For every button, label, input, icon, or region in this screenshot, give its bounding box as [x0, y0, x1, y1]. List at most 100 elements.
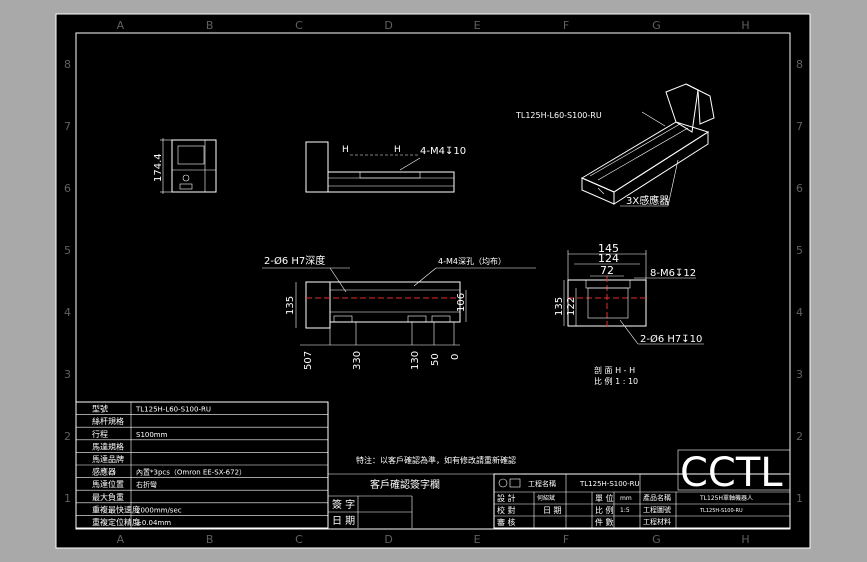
- date-label-tb: 日 期: [543, 506, 562, 515]
- section-h-left: H: [342, 145, 349, 155]
- part-name-label: 產品名稱: [643, 493, 671, 502]
- drawing-no-label: 工程圖號: [643, 505, 671, 514]
- company-logo: CCTL: [680, 450, 783, 496]
- sensor-label: 3X感應器: [626, 194, 669, 207]
- side-height-dim: 174.4: [153, 153, 164, 182]
- section-title: 剖 面 H - H: [594, 365, 635, 375]
- section-m6-label: 8-M6↧12: [650, 268, 696, 279]
- spec-row-value: 右折彎: [136, 480, 157, 489]
- part-name: TL125H單軸機器人: [699, 494, 753, 502]
- spec-row-label: 重複定位精度: [92, 517, 140, 527]
- section-w72: 72: [600, 264, 614, 277]
- model-label: TL125H-L60-S100-RU: [515, 111, 602, 120]
- zone-row-label: 6: [796, 182, 803, 195]
- zone-row-label: 4: [796, 306, 803, 319]
- special-note: 特注：以客戶確認為準，如有修改請重新確認: [356, 455, 516, 465]
- spec-row-value: TL125H-L60-S100-RU: [135, 406, 211, 414]
- front-x-0: 0: [450, 354, 461, 360]
- top-tap-label: 4-M4↧10: [420, 146, 466, 157]
- front-height-135: 135: [285, 296, 296, 315]
- zone-column-label: A: [117, 533, 125, 546]
- front-x-50: 50: [430, 353, 441, 366]
- top-view: H H 4-M4↧10: [305, 141, 466, 193]
- zone-column-label: E: [474, 533, 481, 546]
- zone-column-label: D: [384, 533, 392, 546]
- front-x-507: 507: [303, 351, 314, 370]
- front-view: 2-Ø6 H7深度 4-M4深孔（均布） 135 106 507 330 130…: [262, 254, 536, 370]
- spec-row-label: 感應器: [92, 467, 116, 477]
- zone-column-label: H: [741, 19, 749, 32]
- project-name: TL125H-S100-RU: [579, 480, 640, 488]
- zone-column-label: C: [295, 533, 303, 546]
- section-h122: 122: [566, 297, 577, 316]
- audit-label: 審 核: [497, 517, 516, 527]
- isometric-view: TL125H-L60-S100-RU 3X感應器: [515, 83, 715, 207]
- zone-row-label: 6: [64, 182, 71, 195]
- zone-row-label: 8: [796, 58, 803, 71]
- section-w124: 124: [598, 252, 619, 265]
- zone-column-label: B: [206, 19, 214, 32]
- zone-column-label: C: [295, 19, 303, 32]
- zone-column-label: F: [563, 533, 569, 546]
- side-view: 174.4: [153, 138, 217, 194]
- zone-row-label: 3: [64, 368, 71, 381]
- zone-row-label: 1: [64, 492, 71, 505]
- front-x-330: 330: [352, 351, 363, 370]
- section-h-right: H: [394, 145, 401, 155]
- zone-row-label: 7: [64, 120, 71, 133]
- section-scale: 比 例 1 : 10: [594, 376, 638, 386]
- scale-value: 1:5: [620, 507, 630, 514]
- zone-column-label: D: [384, 19, 392, 32]
- date-label: 日 期: [332, 515, 355, 527]
- zone-row-label: 2: [796, 430, 803, 443]
- spec-row-value: 2000mm/sec: [136, 506, 182, 514]
- title-block: CCTL 工程名稱 TL125H-S100-RU 設 計 校 對 審 核 何紹斌…: [493, 449, 791, 529]
- sign-label: 簽 字: [332, 498, 355, 511]
- section-h135: 135: [554, 297, 565, 316]
- zone-row-label: 8: [64, 58, 71, 71]
- front-height-106: 106: [456, 293, 467, 312]
- unit-value: mm: [620, 495, 632, 502]
- section-view: 145 124 72 8-M6↧12 135 122 2-Ø6 H7↧10 剖 …: [554, 242, 704, 386]
- front-pin-label: 2-Ø6 H7深度: [264, 254, 325, 267]
- zone-column-label: G: [652, 533, 661, 546]
- zone-column-label: B: [206, 533, 214, 546]
- design-label: 設 計: [497, 493, 516, 503]
- spec-row-label: 重複最快速度: [92, 504, 140, 514]
- spec-row-label: 馬達品牌: [92, 454, 124, 464]
- zone-row-label: 1: [796, 492, 803, 505]
- spec-row-label: 絲杆規格: [92, 416, 124, 426]
- notes-area: 特注：以客戶確認為準，如有修改請重新確認 客戶確認簽字欄 簽 字 日 期: [327, 455, 516, 528]
- zone-row-label: 7: [796, 120, 803, 133]
- drawing-no: TL125H-S100-RU: [699, 508, 743, 514]
- check-label: 校 對: [497, 505, 516, 515]
- zone-row-label: 3: [796, 368, 803, 381]
- front-x-130: 130: [410, 351, 421, 370]
- spec-row-label: 馬達規格: [92, 441, 124, 451]
- front-tap-label: 4-M4深孔（均布）: [438, 256, 506, 266]
- spec-row-value: ±0.04mm: [136, 519, 171, 527]
- zone-rows-left: 8 7 6 5 4 3 2 1: [64, 58, 71, 505]
- designer: 何紹斌: [537, 494, 555, 502]
- zone-column-label: E: [474, 19, 481, 32]
- spec-row-label: 型號: [92, 404, 108, 414]
- section-pin-label: 2-Ø6 H7↧10: [640, 333, 702, 345]
- material-label: 工程材料: [643, 517, 671, 526]
- zone-row-label: 4: [64, 306, 71, 319]
- section-w145: 145: [598, 242, 619, 255]
- outer-frame: [55, 13, 811, 549]
- spec-row-value: S100mm: [136, 431, 168, 439]
- spec-row-label: 最大負重: [92, 492, 124, 502]
- scale-label: 比 例: [595, 505, 614, 515]
- zone-row-label: 5: [64, 244, 71, 257]
- zone-row-label: 2: [64, 430, 71, 443]
- confirm-title: 客戶確認簽字欄: [370, 478, 440, 491]
- spec-row-label: 馬達位置: [92, 479, 124, 489]
- zone-column-label: A: [117, 19, 125, 32]
- inner-frame: [75, 32, 791, 530]
